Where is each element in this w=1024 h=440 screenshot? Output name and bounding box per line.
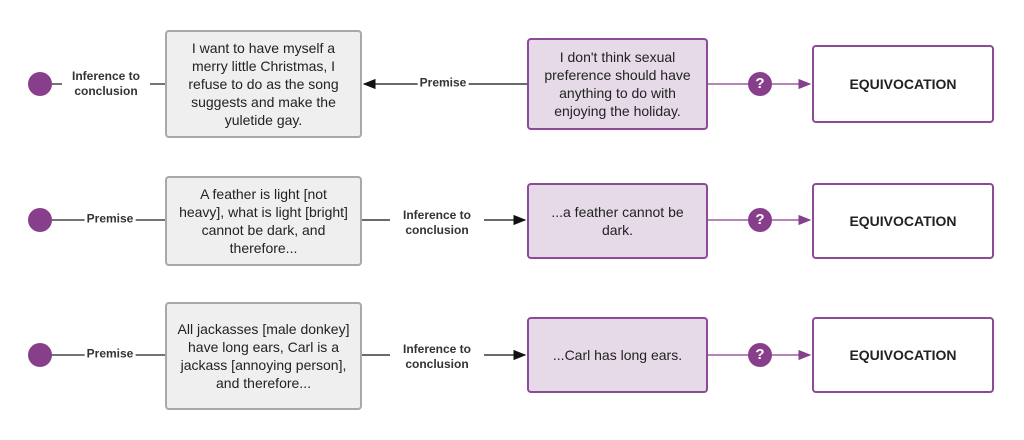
- premise-box: A feather is light [not heavy], what is …: [165, 176, 362, 266]
- premise-box: All jackasses [male donkey] have long ea…: [165, 302, 362, 410]
- result-box: EQUIVOCATION: [812, 183, 994, 259]
- edge-label: Inference to conclusion: [390, 342, 484, 372]
- edge-label: Premise: [84, 211, 136, 227]
- conclusion-box: I don't think sexual preference should h…: [527, 38, 708, 130]
- start-node: [28, 208, 52, 232]
- edge-label: Premise: [84, 346, 136, 362]
- start-node: [28, 343, 52, 367]
- start-node: [28, 72, 52, 96]
- question-icon: ?: [748, 72, 772, 96]
- result-box: EQUIVOCATION: [812, 45, 994, 123]
- conclusion-box: ...Carl has long ears.: [527, 317, 708, 393]
- edge-label: Inference to conclusion: [390, 208, 484, 238]
- edge-label: Inference to conclusion: [62, 69, 150, 99]
- question-icon: ?: [748, 343, 772, 367]
- conclusion-box: ...a feather cannot be dark.: [527, 183, 708, 259]
- edge-label: Premise: [417, 75, 469, 91]
- premise-box: I want to have myself a merry little Chr…: [165, 30, 362, 138]
- result-box: EQUIVOCATION: [812, 317, 994, 393]
- question-icon: ?: [748, 208, 772, 232]
